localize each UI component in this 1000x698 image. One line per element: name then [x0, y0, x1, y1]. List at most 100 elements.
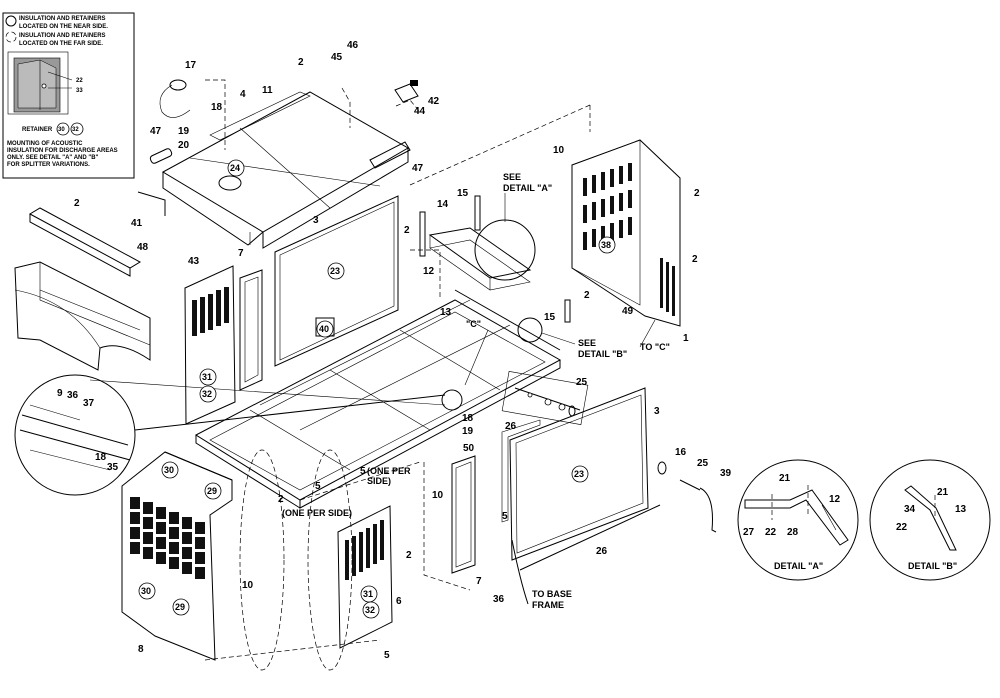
legend-inset-22: 22 [76, 78, 83, 84]
leader-lines [464, 193, 656, 386]
see-detail-b-line2: DETAIL "B" [578, 349, 627, 359]
nut-16 [657, 461, 667, 475]
callout-15: 15 [457, 188, 469, 199]
see-detail-a-line1: SEE [503, 172, 521, 182]
callout-2: 2 [278, 494, 284, 505]
rail-13 [454, 289, 561, 351]
callout-13: 13 [955, 504, 967, 515]
front-panel-8 [121, 451, 233, 661]
callout-2: 2 [404, 225, 410, 236]
handle-44 [394, 80, 419, 103]
stud-25 [679, 479, 701, 491]
callout-10: 10 [242, 580, 254, 591]
strip-7 [239, 269, 263, 391]
legend-retainer-32: 32 [72, 127, 79, 133]
callout-41: 41 [131, 218, 143, 229]
callout-5: 5 [360, 466, 366, 477]
callout-3: 3 [654, 406, 660, 417]
callout-2: 2 [584, 290, 590, 301]
callout-20: 20 [178, 140, 190, 151]
legend-line3: INSULATION AND RETAINERS [19, 33, 106, 39]
callout-17: 17 [185, 60, 197, 71]
strip-26-side [501, 419, 541, 523]
splitter-12 [428, 227, 532, 291]
legend-retainer-label: RETAINER [22, 127, 53, 133]
callout-12: 12 [423, 266, 435, 277]
callout-30: 30 [164, 465, 174, 475]
one-per-side-a: (ONE PER SIDE) [282, 508, 352, 518]
callout-18: 18 [95, 452, 107, 463]
callout-3: 3 [313, 215, 319, 226]
to-base-line1: TO BASE [532, 589, 572, 599]
callout-18: 18 [462, 413, 474, 424]
callout-36: 36 [67, 390, 79, 401]
one-per-side-b-line2: SIDE) [367, 476, 391, 486]
detail-b-circle [869, 459, 991, 581]
bracket-14 [419, 211, 426, 257]
callout-35: 35 [107, 462, 119, 473]
callout-7: 7 [238, 248, 244, 259]
callout-31: 31 [363, 589, 373, 599]
grommet-47 [149, 148, 173, 164]
callout-4: 4 [240, 89, 246, 100]
callout-22: 22 [896, 522, 908, 533]
detail-a-title: DETAIL "A" [774, 561, 823, 571]
callout-26: 26 [505, 421, 517, 432]
callout-10: 10 [432, 490, 444, 501]
callout-32: 32 [202, 389, 212, 399]
see-detail-b-line1: SEE [578, 338, 596, 348]
strip-50 [451, 455, 476, 574]
callout-46: 46 [347, 40, 359, 51]
callout-36: 36 [493, 594, 505, 605]
callout-37: 37 [83, 398, 95, 409]
callout-25: 25 [697, 458, 709, 469]
callout-47: 47 [150, 126, 162, 137]
callout-10: 10 [553, 145, 565, 156]
callout-31: 31 [202, 372, 212, 382]
side-panel-43 [184, 265, 236, 425]
callout-40: 40 [319, 324, 329, 334]
callout-25: 25 [576, 377, 588, 388]
to-c-label: TO "C" [640, 342, 670, 352]
callout-1: 1 [683, 333, 689, 344]
callout-50: 50 [463, 443, 475, 454]
bracket-15-low [564, 299, 571, 323]
callout-2: 2 [692, 254, 698, 265]
detail-b-marker [517, 317, 543, 343]
callout-8: 8 [138, 644, 144, 655]
callout-29: 29 [207, 486, 217, 496]
callout-18: 18 [211, 102, 223, 113]
callout-5: 5 [384, 650, 390, 661]
callout-29: 29 [175, 602, 185, 612]
callout-5: 5 [315, 481, 321, 492]
callout-labels: 17 2 45 46 4 11 42 44 18 19 47 20 24 47 … [57, 40, 967, 661]
cable-36 [511, 539, 529, 605]
legend-note2: INSULATION FOR DISCHARGE AREAS [7, 148, 118, 154]
legend-line4: LOCATED ON THE FAR SIDE. [19, 41, 103, 47]
callout-49: 49 [622, 306, 634, 317]
callout-38: 38 [601, 240, 611, 250]
callout-30: 30 [141, 586, 151, 596]
to-base-line2: FRAME [532, 600, 564, 610]
callout-11: 11 [262, 85, 273, 96]
callout-9: 9 [57, 388, 63, 399]
bracket-41 [137, 191, 166, 216]
strip-26 [519, 504, 661, 571]
callout-44: 44 [414, 106, 426, 117]
detail-b-title: DETAIL "B" [908, 561, 957, 571]
legend-note3: ONLY. SEE DETAIL "A" AND "B" [7, 155, 99, 161]
side-panel-6 [337, 505, 393, 649]
callout-15: 15 [544, 312, 556, 323]
legend-note1: MOUNTING OF ACOUSTIC [7, 141, 83, 147]
callout-19: 19 [178, 126, 190, 137]
callout-14: 14 [437, 199, 449, 210]
callout-13: 13 [440, 307, 452, 318]
detail-a-circle [737, 459, 859, 581]
callout-43: 43 [188, 256, 200, 267]
hardware-25 [501, 371, 589, 425]
callout-19: 19 [462, 426, 474, 437]
legend-inset-33: 33 [76, 88, 83, 94]
roof-panel [161, 91, 411, 249]
callout-48: 48 [137, 242, 149, 253]
